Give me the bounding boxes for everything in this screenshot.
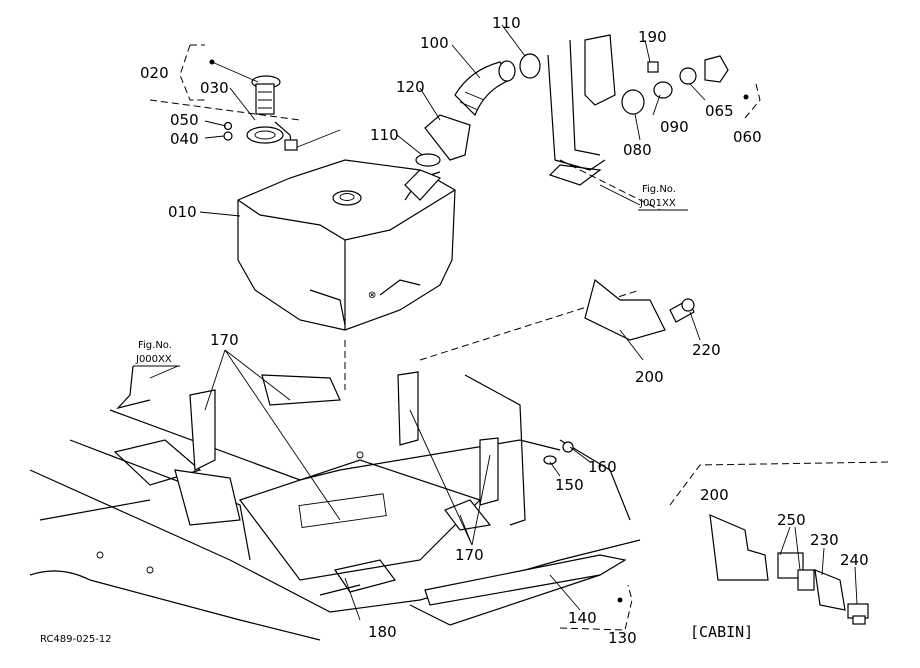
callout-080: 080 — [623, 141, 652, 159]
leader-lines — [149, 24, 858, 621]
fig-ref-label: Fig.No. — [642, 184, 676, 195]
callout-110-lower: 110 — [370, 126, 399, 144]
callout-050: 050 — [170, 111, 199, 129]
callout-160: 160 — [588, 458, 617, 476]
callouts: 010 020 030 050 040 100 110 120 110 190 … — [140, 14, 869, 647]
filler-neck-assembly — [547, 34, 761, 186]
callout-200-main: 200 — [635, 368, 664, 386]
callout-020: 020 — [140, 64, 169, 82]
figure-reference-j001xx: Fig.No. J001XX — [638, 184, 688, 211]
callout-120: 120 — [396, 78, 425, 96]
callout-140: 140 — [568, 609, 597, 627]
callout-110-top: 110 — [492, 14, 521, 32]
callout-200-cabin: 200 — [700, 486, 729, 504]
callout-150: 150 — [555, 476, 584, 494]
fuel-tank: ⊗ — [237, 159, 456, 331]
figure-reference-j000xx: Fig.No. J000XX — [116, 340, 180, 410]
filler-hose — [404, 53, 541, 201]
callout-065: 065 — [705, 102, 734, 120]
callout-180: 180 — [368, 623, 397, 641]
callout-170-right: 170 — [455, 546, 484, 564]
callout-100: 100 — [420, 34, 449, 52]
fuel-sender-unit — [179, 44, 298, 151]
callout-220: 220 — [692, 341, 721, 359]
callout-040: 040 — [170, 130, 199, 148]
svg-text:⊗: ⊗ — [368, 290, 376, 301]
tank-brackets — [174, 371, 526, 531]
callout-230: 230 — [810, 531, 839, 549]
callout-190: 190 — [638, 28, 667, 46]
callout-170-left: 170 — [210, 331, 239, 349]
fig-ref-label: Fig.No. — [138, 340, 172, 351]
cabin-inset-label: [CABIN] — [690, 623, 753, 641]
callout-240: 240 — [840, 551, 869, 569]
frame-base — [29, 409, 641, 641]
fig-ref-code: J001XX — [639, 198, 676, 209]
drawing-number: RC489-025-12 — [40, 634, 112, 645]
callout-130: 130 — [608, 629, 637, 647]
tank-strap — [409, 554, 633, 631]
washer-nut — [543, 441, 574, 465]
callout-090: 090 — [660, 118, 689, 136]
bracket-200 — [584, 278, 695, 341]
callout-030: 030 — [200, 79, 229, 97]
callout-060: 060 — [733, 128, 762, 146]
fig-ref-code: J000XX — [135, 354, 172, 365]
callout-250: 250 — [777, 511, 806, 529]
callout-010: 010 — [168, 203, 197, 221]
